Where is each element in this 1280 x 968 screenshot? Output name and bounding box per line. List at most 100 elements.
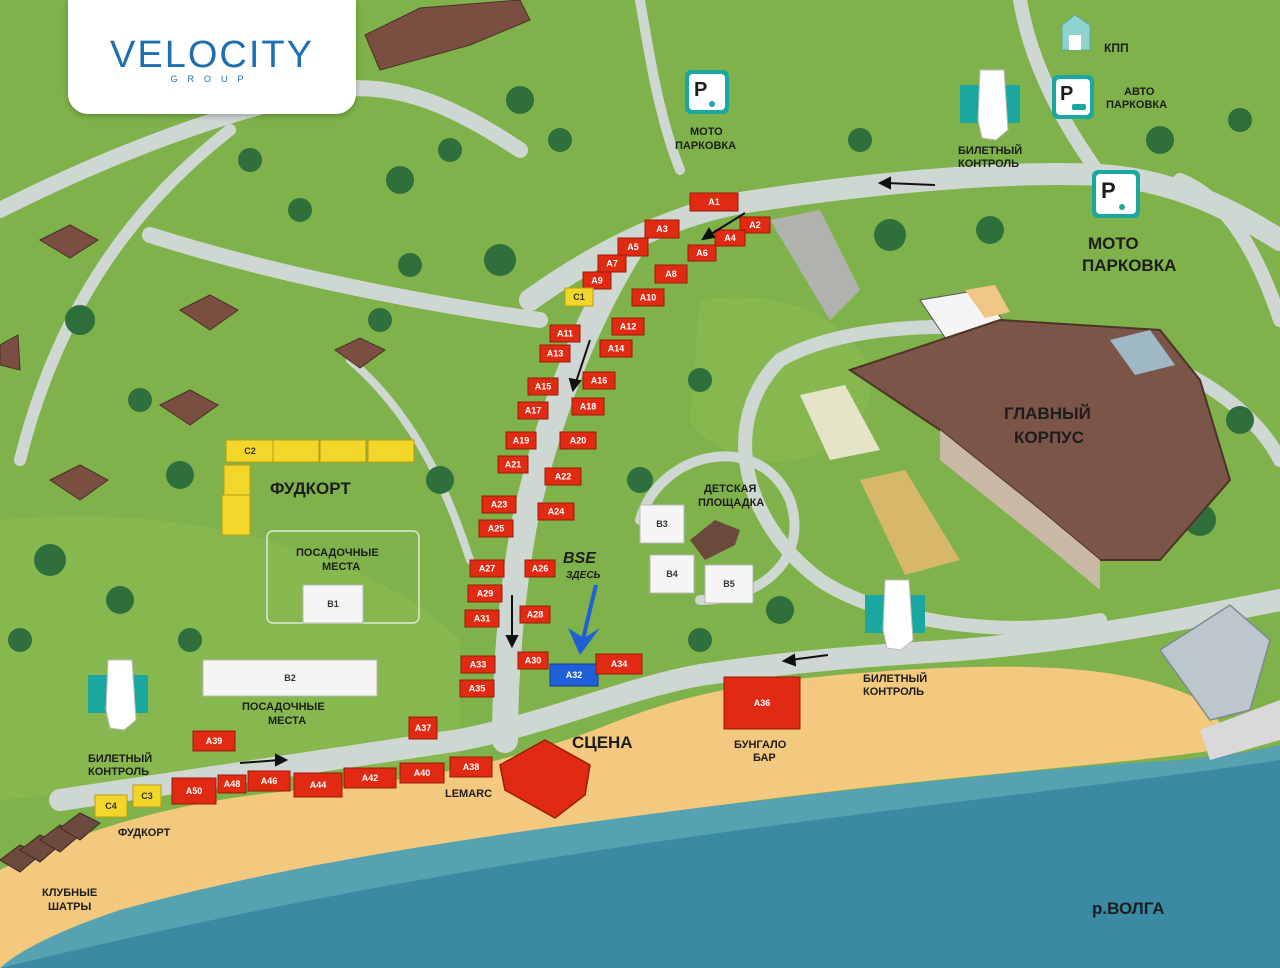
stall-label: B5 [723, 579, 735, 589]
ticket-control-label: БИЛЕТНЫЙ [958, 144, 1022, 157]
stall-c4: C4 [94, 794, 128, 818]
stall-c2d [367, 439, 415, 463]
stall-b3: B3 [639, 504, 685, 544]
seating-bottom-label: МЕСТА [268, 715, 306, 727]
tree [128, 388, 152, 412]
arrowhead [505, 635, 519, 649]
stall-tent [367, 439, 415, 463]
stall-a22: A22 [544, 467, 582, 486]
cottage [49, 464, 109, 501]
cottage [159, 389, 219, 426]
tree [166, 461, 194, 489]
tree [65, 305, 95, 335]
stall-label: A5 [627, 242, 639, 252]
auto-parking-label: АВТО [1124, 86, 1155, 98]
stall-tent [611, 317, 645, 336]
stall-tent [549, 324, 581, 343]
stall-c2b [272, 439, 320, 463]
stall-tent [293, 772, 343, 798]
stall-tent [94, 794, 128, 818]
tree [8, 628, 32, 652]
playground-label: ДЕТСКАЯ [704, 483, 756, 495]
stall-tent [527, 377, 559, 396]
stall-tent [481, 495, 517, 514]
auto-parking-label: ПАРКОВКА [1106, 99, 1167, 111]
bungalo-label: БАР [753, 752, 776, 764]
stall-a10: A10 [631, 288, 665, 307]
stall-tent [319, 439, 367, 463]
checkpoint [1061, 14, 1091, 51]
stall-a40: A40 [399, 762, 445, 784]
stall-a42: A42 [343, 767, 397, 789]
stall-a5: A5 [617, 237, 649, 257]
stall-tent [571, 397, 605, 416]
stall-a29: A29 [467, 584, 503, 603]
stall-a16: A16 [582, 371, 616, 390]
central-avenue [492, 237, 643, 753]
stall-a27: A27 [469, 559, 505, 578]
stone-field [800, 385, 880, 460]
tree [874, 219, 906, 251]
stall-c2e [223, 464, 251, 496]
north-road [1013, 0, 1107, 182]
stall-tent [544, 467, 582, 486]
arrow-left-icon [789, 654, 829, 661]
stall-label: A46 [261, 776, 278, 786]
stall-tent [302, 584, 364, 624]
stall-a38: A38 [449, 756, 493, 778]
stall-label: A36 [754, 698, 771, 708]
ticket-control-icon [88, 659, 148, 731]
stall-a3: A3 [644, 219, 680, 239]
stall-tent [192, 730, 236, 752]
arrowhead [275, 753, 289, 767]
main-building-glass [1110, 330, 1175, 375]
stall-label: A20 [570, 436, 587, 446]
stall-a21: A21 [497, 455, 529, 474]
moto-parking-sign-small: P [685, 70, 729, 114]
stall-a9: A9 [582, 271, 612, 290]
hand-shape [105, 659, 137, 731]
tree [848, 128, 872, 152]
stall-a36: A36 [723, 676, 801, 730]
direction-arrows [239, 176, 936, 767]
side-path [346, 356, 474, 564]
cottage-group [0, 0, 531, 501]
playground-slide [690, 520, 740, 560]
road-network [0, 0, 1280, 811]
stall-label: A12 [620, 322, 637, 332]
motorcycle-icon [709, 101, 715, 107]
velocity-logo: VELOCITY [110, 34, 314, 76]
glass-pavilion [1158, 604, 1271, 721]
stall-a32: A32 [549, 663, 599, 687]
stall-tent [537, 502, 575, 521]
main-building-label: КОРПУС [1014, 428, 1084, 447]
tree [1226, 406, 1254, 434]
hand-shape [977, 69, 1009, 141]
tree [238, 148, 262, 172]
stall-tent [704, 564, 754, 604]
stall-c2c [319, 439, 367, 463]
north-road-2 [635, 0, 685, 175]
stall-tent [478, 519, 514, 538]
stall-tent [517, 401, 549, 420]
car-icon [1072, 104, 1086, 110]
moto-parking-big-label: ПАРКОВКА [1082, 256, 1176, 275]
stall-label: A21 [505, 460, 522, 470]
stall-a18: A18 [571, 397, 605, 416]
stall-label: A38 [463, 762, 480, 772]
tree-group [8, 86, 1254, 652]
west-curve-road [14, 124, 236, 466]
moto-parking-small-label: ПАРКОВКА [675, 140, 736, 152]
stall-label: A14 [608, 344, 625, 354]
stall-b2: B2 [202, 659, 378, 697]
seating-top-label: МЕСТА [322, 561, 360, 573]
stall-label: A39 [206, 736, 223, 746]
playground-label: ПЛОЩАДКА [698, 497, 764, 509]
stall-a37: A37 [408, 716, 438, 740]
stall-label: A3 [656, 224, 668, 234]
stall-label: A24 [548, 507, 565, 517]
stall-a14: A14 [599, 339, 633, 358]
main-building [847, 318, 1232, 590]
tree [1228, 108, 1252, 132]
stall-a17: A17 [517, 401, 549, 420]
